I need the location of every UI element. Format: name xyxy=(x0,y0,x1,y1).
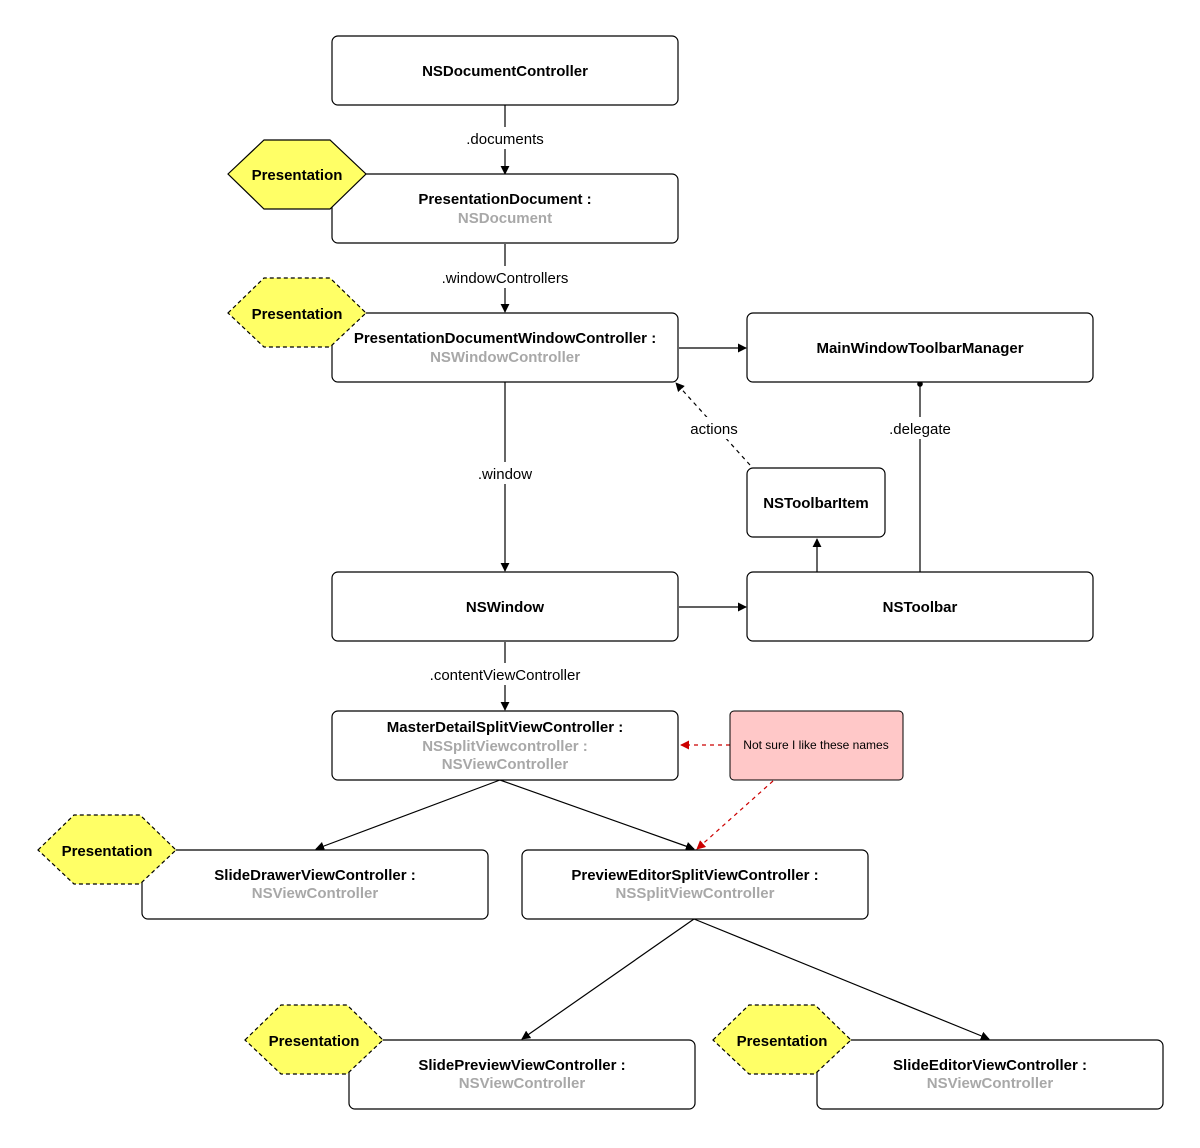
edges xyxy=(315,105,990,1041)
node-main-window-toolbar-manager: MainWindowToolbarManager xyxy=(746,312,1094,383)
node-preview-editor-split-view-controller: PreviewEditorSplitViewController : NSSpl… xyxy=(521,849,869,920)
label-content-view-controller: .contentViewController xyxy=(430,667,581,684)
edge-preview-editor-to-slide-preview xyxy=(521,918,695,1040)
node-subtitle: NSSplitViewcontroller : xyxy=(422,738,588,755)
nodes: NSDocumentController PresentationDocumen… xyxy=(141,35,1164,1110)
badge-label: Presentation xyxy=(737,1033,828,1050)
node-master-detail-split-view-controller: MasterDetailSplitViewController : NSSpli… xyxy=(331,710,679,781)
node-subtitle-2: NSViewController xyxy=(442,756,569,773)
node-title: SlideDrawerViewController : xyxy=(214,867,415,884)
node-slide-editor-view-controller: SlideEditorViewController : NSViewContro… xyxy=(816,1039,1164,1110)
note-edge-preview-editor xyxy=(696,780,774,850)
edge-actions xyxy=(675,382,751,466)
label-window-controllers: .windowControllers xyxy=(442,270,569,287)
node-subtitle: NSDocument xyxy=(458,210,552,227)
node-subtitle: NSViewController xyxy=(459,1075,586,1092)
node-ns-document-controller: NSDocumentController xyxy=(331,35,679,106)
badge-label: Presentation xyxy=(252,167,343,184)
badge-presentation-slide-preview: Presentation xyxy=(244,1004,384,1075)
node-title: NSToolbarItem xyxy=(763,495,869,512)
node-title: MainWindowToolbarManager xyxy=(816,340,1023,357)
node-slide-drawer-view-controller: SlideDrawerViewController : NSViewContro… xyxy=(141,849,489,920)
node-presentation-document: PresentationDocument : NSDocument xyxy=(331,173,679,244)
note: Not sure I like these names xyxy=(729,710,904,781)
node-title: MasterDetailSplitViewController : xyxy=(387,719,623,736)
label-actions: actions xyxy=(690,421,738,438)
node-subtitle: NSViewController xyxy=(927,1075,1054,1092)
node-ns-toolbar-item: NSToolbarItem xyxy=(746,467,886,538)
badge-label: Presentation xyxy=(252,306,343,323)
node-title: PresentationDocumentWindowController : xyxy=(354,330,656,347)
badge-presentation-slide-editor: Presentation xyxy=(712,1004,852,1075)
label-window: .window xyxy=(478,466,532,483)
node-subtitle: NSViewController xyxy=(252,885,379,902)
edge-labels: .documents .windowControllers .window ac… xyxy=(424,127,956,685)
node-ns-window: NSWindow xyxy=(331,571,679,642)
badge-presentation-document: Presentation xyxy=(227,139,367,210)
label-documents: .documents xyxy=(466,131,544,148)
edge-master-to-drawer xyxy=(315,779,501,851)
node-window-controller: PresentationDocumentWindowController : N… xyxy=(331,312,679,383)
badges: Presentation Presentation Presentation P… xyxy=(37,139,852,1075)
badge-label: Presentation xyxy=(62,843,153,860)
edge-preview-editor-to-slide-editor xyxy=(693,918,990,1041)
edge-master-to-preview-editor xyxy=(499,779,695,851)
node-ns-toolbar: NSToolbar xyxy=(746,571,1094,642)
badge-label: Presentation xyxy=(269,1033,360,1050)
node-title: NSDocumentController xyxy=(422,63,588,80)
badge-presentation-window-controller: Presentation xyxy=(227,277,367,348)
node-slide-preview-view-controller: SlidePreviewViewController : NSViewContr… xyxy=(348,1039,696,1110)
badge-presentation-slide-drawer: Presentation xyxy=(37,814,177,885)
label-delegate: .delegate xyxy=(889,421,951,438)
note-edges xyxy=(680,740,774,850)
node-subtitle: NSSplitViewController xyxy=(616,885,775,902)
node-title: NSWindow xyxy=(466,599,545,616)
node-title: NSToolbar xyxy=(883,599,958,616)
node-title: PreviewEditorSplitViewController : xyxy=(571,867,818,884)
note-text: Not sure I like these names xyxy=(743,738,888,752)
node-subtitle: NSWindowController xyxy=(430,349,580,366)
node-title: PresentationDocument : xyxy=(418,191,591,208)
node-title: SlidePreviewViewController : xyxy=(418,1057,625,1074)
node-title: SlideEditorViewController : xyxy=(893,1057,1087,1074)
